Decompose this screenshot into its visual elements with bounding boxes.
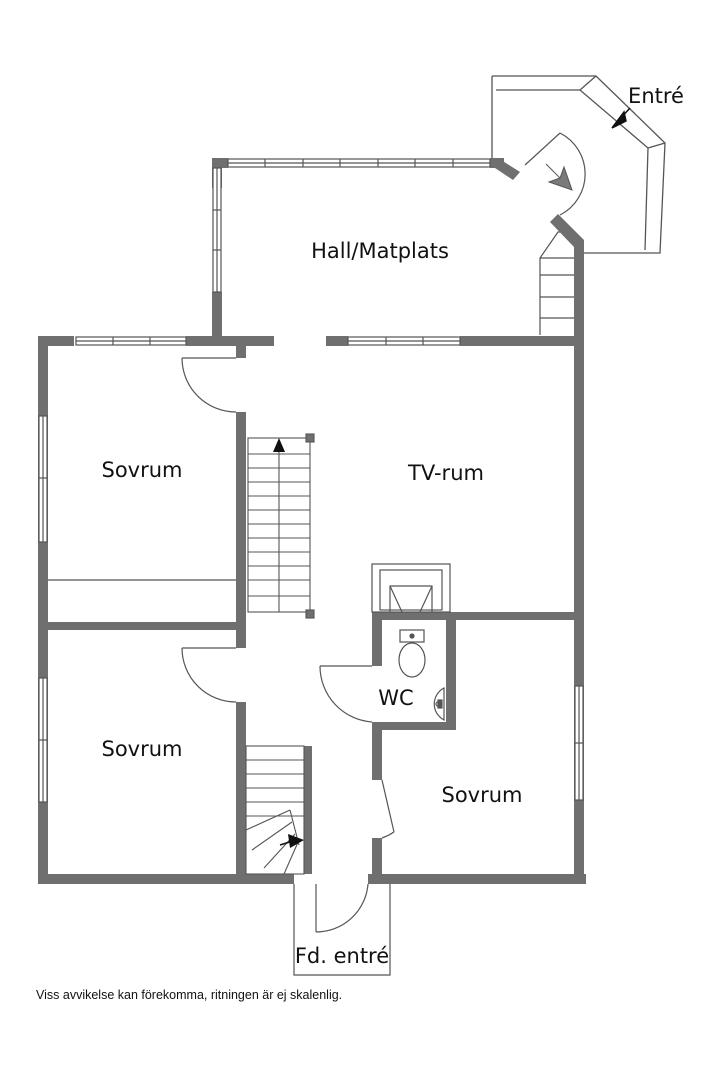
entrance-label-main: Entré (628, 84, 684, 108)
room-label-sovrum-bottom-left: Sovrum (101, 737, 182, 761)
side-entry-porch (293, 884, 391, 976)
main-stair (247, 433, 315, 619)
toilet-icon (398, 629, 426, 678)
stair-arrow-line (279, 839, 297, 846)
porch-stair (539, 231, 575, 335)
disclaimer-text: Viss avvikelse kan förekomma, ritningen … (36, 988, 343, 1002)
stair-arrow-up-icon (273, 438, 285, 452)
stair-arrow-icon (288, 834, 304, 848)
walls (38, 158, 586, 884)
entry-door (524, 132, 586, 216)
lower-stair (245, 745, 305, 875)
room-label-hall: Hall/Matplats (311, 239, 449, 263)
entre-arrow-icon (611, 107, 631, 129)
entry-porch (491, 75, 666, 254)
room-label-wc: WC (378, 686, 413, 710)
doors (181, 357, 395, 933)
entrance-label-side: Fd. entré (295, 944, 389, 968)
room-label-sovrum-top-left: Sovrum (101, 458, 182, 482)
sink-icon (433, 687, 445, 721)
room-label-sovrum-right: Sovrum (441, 783, 522, 807)
window-mullions (39, 159, 583, 744)
room-label-tv: TV-rum (407, 461, 484, 485)
fireplace (371, 563, 451, 613)
entry-arrow-icon (545, 163, 573, 191)
